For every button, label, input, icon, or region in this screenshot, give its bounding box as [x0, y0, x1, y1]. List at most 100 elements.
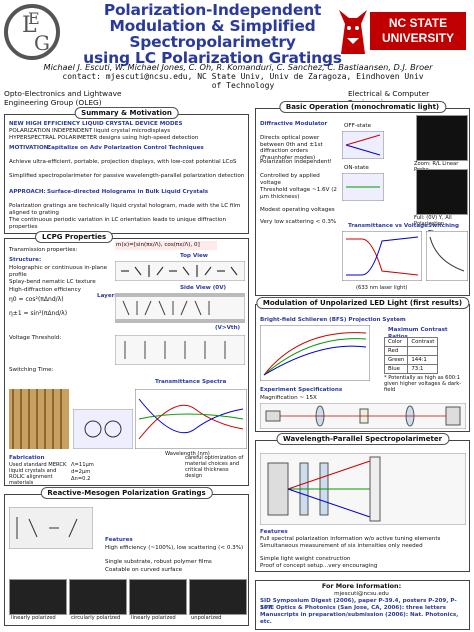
on-state-diagram	[342, 173, 384, 201]
on-state-label: ON-state	[344, 165, 369, 171]
top-view-label: Top View	[180, 253, 208, 259]
modulation-subheading: Bright-field Schlieren (BFS) Projection …	[260, 317, 406, 323]
spectropolarimeter-section: Wavelength-Parallel Spectropolarimeter F…	[255, 433, 470, 572]
motivation-text: Capitalize on Adv Polarization Control T…	[47, 145, 204, 151]
structure-bullet: High-diffraction efficiency	[9, 287, 81, 293]
transmittance-vs-voltage-label: Transmittance vs Voltage	[348, 223, 428, 229]
features-label: Features	[105, 537, 133, 543]
feature-bullet: Full spectral polarization information w…	[260, 536, 441, 542]
oleg-logo-letters: L	[22, 13, 37, 38]
modulation-heading: Modulation of Unpolarized LED Light (fir…	[255, 297, 470, 309]
reference-bullet: SID Symposium Digest (2006), paper P-39.…	[260, 598, 457, 611]
structure-bullet: Splay-bend nematic LC texture	[9, 279, 96, 285]
fabrication-detail: d=2μm	[71, 469, 91, 475]
feature-bullet: Simultaneous measurement of six intensit…	[260, 543, 423, 549]
more-info-heading: For More Information:	[321, 582, 402, 590]
first-order-equation: η±1 = sin²(πΔnd/λ)	[9, 310, 68, 317]
laser-note: (633 nm laser light)	[356, 285, 408, 291]
approach-bullet: Polarization gratings are technically li…	[9, 203, 241, 216]
table-header: Color	[383, 337, 409, 347]
transmittance-voltage-plot	[342, 231, 422, 281]
modulation-section: Modulation of Unpolarized LED Light (fir…	[255, 297, 470, 432]
approach-text: Surface-directed Holograms in Bulk Liqui…	[47, 189, 209, 195]
side-view-on-figure	[115, 335, 245, 365]
summary-bullet: POLARIZATION INDEPENDENT liquid crystal …	[9, 128, 171, 134]
led-modulation-plot	[260, 325, 370, 381]
transmittance-xlabel: Wavelength (nm)	[165, 451, 210, 457]
full-label: Full: (0V) Y, All Polarization	[414, 215, 452, 227]
max-contrast-label: Maximum Contrast Ratios	[388, 327, 448, 340]
reference-bullet: SPIE Optics & Photonics (San Jose, CA, 2…	[260, 605, 446, 611]
fabrication-detail: Λ=11μm	[71, 462, 94, 468]
spectropolarimeter-diagram	[260, 453, 466, 525]
zero-order-equation: η0 = cos²(πΔnd/λ)	[9, 296, 64, 303]
careful-note: careful optimization of material choices…	[185, 455, 244, 479]
reactive-mesogen-section: Reactive-Mesogen Polarization Gratings F…	[4, 487, 249, 626]
layers-label: Layers	[97, 293, 118, 299]
wolf-mascot-icon	[339, 10, 367, 54]
lc-alignment-diagram	[73, 409, 133, 449]
table-header: Contrast	[407, 337, 439, 347]
side-view-label: Side View (0V)	[180, 285, 227, 291]
switching-times-plot	[426, 231, 468, 281]
side-view-figure	[115, 293, 245, 323]
structure-label: Structure:	[9, 257, 42, 263]
structure-bullet: Holographic or continuous in-plane profi…	[9, 265, 108, 278]
full-diffraction-photo	[416, 169, 468, 215]
off-state-label: OFF-state	[344, 123, 372, 129]
photo-caption: circularly polarized	[71, 615, 121, 621]
polarization-photo	[9, 579, 67, 615]
photo-caption: unpolarized	[191, 615, 222, 621]
summary-heading: Summary & Motivation	[74, 107, 179, 119]
magnification-spec: Magnification ~ 15X	[260, 395, 317, 401]
fabrication-detail: Δn=0.2	[71, 476, 91, 482]
bfs-projection-diagram	[260, 403, 466, 429]
svg-text:G: G	[34, 31, 50, 55]
transmittance-spectra-plot	[135, 389, 247, 449]
summary-section: Summary & Motivation NEW HIGH EFFICIENCY…	[4, 107, 249, 234]
features-label: Features	[260, 529, 288, 535]
ncsu-logo: NC STATE UNIVERSITY	[370, 12, 466, 50]
motivation-bullet: Simplified spectropolarimeter for passiv…	[9, 173, 245, 179]
more-info-section: For More Information: mjescuti@ncsu.edu …	[255, 580, 470, 630]
switching-time-label: Switching Time:	[9, 367, 54, 373]
fabrication-detail: Used standard MERCK liquid crystals and …	[9, 462, 67, 486]
director-equation: m(x)=[sin(πx/Λ), cos(πx/Λ), 0]	[115, 241, 217, 250]
summary-line: NEW HIGH EFFICIENCY LIQUID CRYSTAL DEVIC…	[9, 121, 183, 127]
affiliation-left: Opto-Electronics and Lightwave Engineeri…	[4, 89, 122, 107]
lcpg-section: LCPG Properties Transmission properties:…	[4, 231, 249, 486]
basic-bullet: Modest operating voltages	[260, 207, 335, 213]
contact: contact: mjescuti@ncsu.edu, NC State Uni…	[62, 72, 424, 90]
basic-bullet: Directs optical power between 0th and ±1…	[260, 135, 323, 161]
basic-bullet: Polarization independent!	[260, 159, 332, 165]
feature-bullet: Coatable on curved surface	[105, 567, 183, 573]
diffractive-modulator-label: Diffractive Modulator	[260, 121, 328, 127]
side-view-on-label: (V>Vth)	[215, 325, 241, 331]
basic-operation-section: Basic Operation (monochromatic light) Di…	[255, 101, 470, 296]
top-view-figure	[115, 261, 245, 281]
lcpg-heading: LCPG Properties	[35, 231, 114, 243]
voltage-threshold-label: Voltage Threshold:	[9, 335, 62, 341]
svg-text:E: E	[28, 9, 40, 28]
polarization-photo	[189, 579, 247, 615]
lcpg-intro: Transmission properties:	[9, 247, 78, 253]
fabrication-heading: Fabrication	[9, 455, 45, 461]
poster-title: Polarization-Independent Modulation & Si…	[83, 1, 342, 67]
basic-bullet: Threshold voltage ~1.6V (2 μm thickness)	[260, 187, 337, 200]
transmittance-heading: Transmittance Spectra	[155, 379, 227, 385]
contact-email[interactable]: mjescuti@ncsu.edu	[334, 591, 389, 597]
contrast-note: * Potentially as high as 600:1 given hig…	[384, 375, 462, 393]
approach-bullet: The continuous periodic variation in LC …	[9, 217, 227, 230]
reactive-mesogen-heading: Reactive-Mesogen Polarization Gratings	[40, 487, 213, 499]
off-state-diagram	[342, 131, 384, 159]
polarization-photo	[129, 579, 187, 615]
zoom-diffraction-photo	[416, 115, 468, 161]
authors: Michael J. Escuti, W. Michael Jones, C. …	[43, 62, 433, 72]
photo-caption: linearly polarized	[131, 615, 176, 621]
polarization-photo	[69, 579, 127, 615]
basic-bullet: Controlled by applied voltage	[260, 173, 320, 186]
